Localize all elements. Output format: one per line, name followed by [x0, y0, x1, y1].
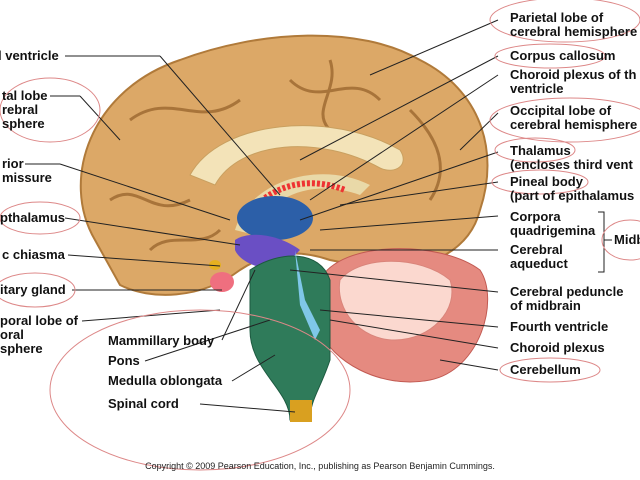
- brainstem-shape: [249, 255, 331, 421]
- label-line: tal lobe: [2, 88, 48, 103]
- label-hypothalamus: pthalamus: [0, 210, 66, 225]
- label-line: Corpora: [510, 209, 561, 224]
- label-choroid-plexus: Choroid plexus: [510, 340, 605, 355]
- label-temporal-lobe: poral lobe of oral sphere: [0, 314, 78, 356]
- label-line: cerebral hemisphere: [510, 24, 638, 39]
- label-fourth-ventricle: Fourth ventricle: [510, 319, 609, 334]
- label-spinal-cord: Spinal cord: [108, 396, 179, 411]
- fourth-ventricle-shape: [295, 250, 320, 340]
- label-anterior-commissure: rior missure: [2, 157, 52, 185]
- label-line: Choroid plexus of th: [510, 67, 637, 82]
- label-line: Pineal body: [510, 174, 583, 189]
- label-corpora-quadrigemina: Corpora quadrigemina: [510, 210, 595, 238]
- cerebrum: [79, 34, 489, 296]
- label-midbrain: Midb: [614, 232, 640, 247]
- spinal-cord-shape: [290, 400, 312, 422]
- label-line: oral: [0, 327, 24, 342]
- label-line: sphere: [0, 341, 43, 356]
- label-medulla-oblongata: Medulla oblongata: [108, 373, 223, 388]
- label-line: poral lobe of: [0, 313, 78, 328]
- label-mammillary-body: Mammillary body: [108, 333, 215, 348]
- label-line: missure: [2, 170, 52, 185]
- label-choroid-plexus-ventricle: Choroid plexus of th ventricle: [510, 68, 636, 96]
- label-line: rior: [2, 156, 24, 171]
- corpus-callosum-shape: [235, 174, 370, 235]
- label-cerebellum: Cerebellum: [510, 362, 581, 377]
- label-cerebral-peduncle: Cerebral peduncle of midbrain: [510, 285, 623, 313]
- pituitary-shape: [210, 272, 234, 292]
- cerebellum-shape: [319, 248, 489, 383]
- label-frontal-lobe: tal lobe rebral sphere: [2, 89, 48, 131]
- label-pituitary-gland: itary gland: [0, 282, 66, 297]
- choroid-plexus-red: [263, 180, 347, 201]
- label-line: Thalamus: [510, 143, 571, 158]
- label-line: rebral: [2, 102, 39, 117]
- thalamus-shape: [237, 196, 313, 240]
- label-lateral-ventricle: l ventricle: [0, 48, 59, 63]
- label-line: aqueduct: [510, 256, 568, 271]
- copyright-notice: Copyright © 2009 Pearson Education, Inc.…: [145, 461, 495, 471]
- label-occipital-lobe: Occipital lobe of cerebral hemisphere: [510, 104, 637, 132]
- label-line: Parietal lobe of: [510, 10, 604, 25]
- label-thalamus: Thalamus (encloses third vent: [510, 144, 633, 172]
- label-cerebral-aqueduct: Cerebral aqueduct: [510, 243, 568, 271]
- optic-chiasma-shape: [209, 260, 221, 270]
- label-pineal-body: Pineal body (part of epithalamus: [510, 175, 634, 203]
- label-line: quadrigemina: [510, 223, 596, 238]
- label-line: (part of epithalamus: [510, 188, 635, 203]
- label-line: cerebral hemisphere: [510, 117, 638, 132]
- label-line: sphere: [2, 116, 45, 131]
- label-pons: Pons: [108, 353, 140, 368]
- label-line: of midbrain: [510, 298, 581, 313]
- label-parietal-lobe: Parietal lobe of cerebral hemisphere: [510, 11, 637, 39]
- label-line: ventricle: [510, 81, 564, 96]
- leader-lines: [25, 19, 612, 413]
- label-optic-chiasma: c chiasma: [2, 247, 65, 262]
- label-line: Cerebral: [510, 242, 563, 257]
- label-corpus-callosum: Corpus callosum: [510, 48, 616, 63]
- label-line: (encloses third vent: [510, 157, 633, 172]
- label-line: Cerebral peduncle: [510, 284, 624, 299]
- label-line: Occipital lobe of: [510, 103, 612, 118]
